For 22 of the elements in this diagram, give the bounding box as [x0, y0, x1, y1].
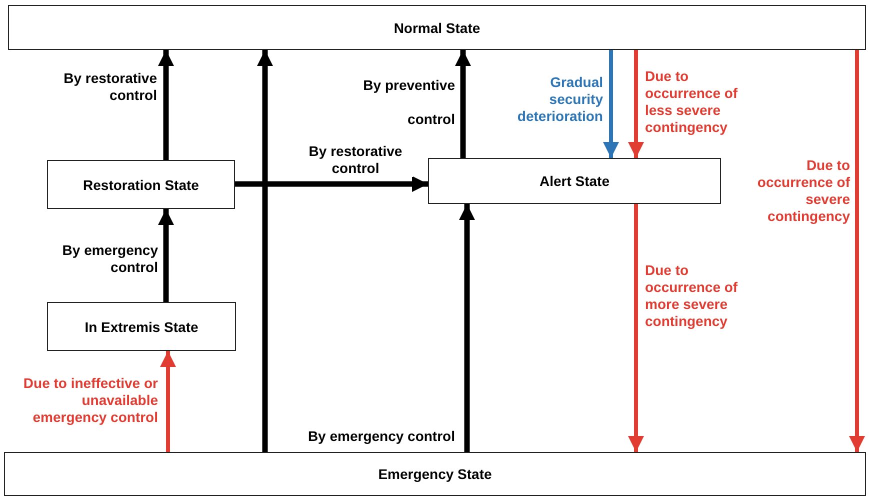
state-label: Alert State: [539, 173, 610, 189]
state-box: [47, 160, 235, 209]
state-box: [428, 158, 721, 204]
arrow: [459, 204, 475, 452]
state-label: Restoration State: [83, 176, 199, 192]
arrow: [158, 50, 174, 160]
state-label: Emergency State: [378, 466, 492, 482]
arrow: [603, 50, 619, 158]
arrow: [160, 351, 176, 452]
arrow: [849, 50, 865, 452]
arrow: [455, 50, 471, 158]
arrow: [628, 50, 644, 158]
arrow: [158, 209, 174, 302]
state-label: Normal State: [394, 20, 480, 36]
state-label: In Extremis State: [84, 318, 198, 334]
arrow: [257, 50, 273, 452]
state-box: [47, 302, 236, 351]
state-box: [4, 452, 866, 496]
edge-label: By emergency control: [308, 428, 455, 445]
arrow: [235, 176, 428, 192]
arrow: [628, 204, 644, 452]
state-box: [8, 5, 866, 50]
